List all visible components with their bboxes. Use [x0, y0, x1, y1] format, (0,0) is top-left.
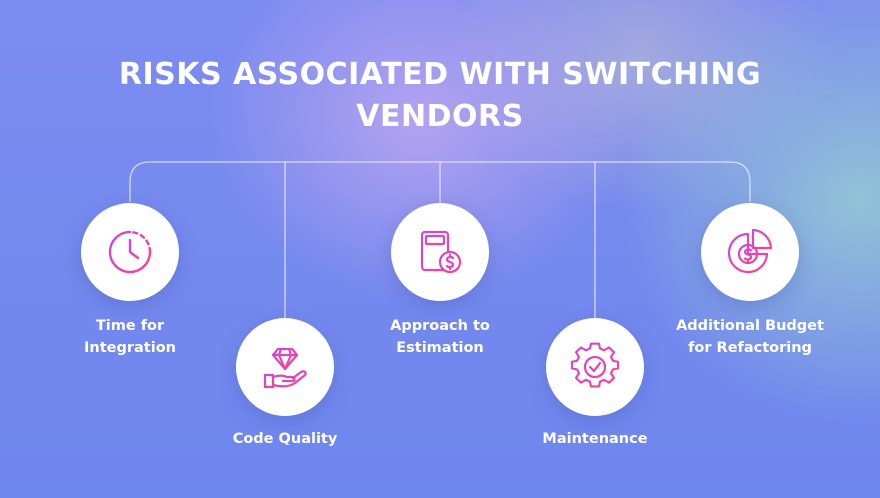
maintenance-circle	[546, 318, 644, 416]
label-line: Maintenance	[542, 431, 648, 447]
estimation-label: Approach to Estimation	[350, 315, 530, 359]
time-integration-label: Time for Integration	[40, 315, 220, 359]
maintenance-label: Maintenance	[505, 428, 685, 450]
label-line: Code Quality	[232, 431, 338, 447]
gear-check-icon	[570, 342, 620, 388]
code-quality-circle	[236, 318, 334, 416]
label-line: Time for	[95, 318, 165, 334]
clock-icon	[108, 230, 152, 274]
label-line: Estimation	[396, 340, 484, 356]
label-line: for Refactoring	[688, 340, 812, 356]
budget-circle	[701, 203, 799, 301]
code-quality-label: Code Quality	[195, 428, 375, 450]
label-line: Additional Budget	[676, 318, 824, 334]
calculator-dollar-icon	[420, 230, 462, 274]
label-line: Integration	[84, 340, 176, 356]
budget-label: Additional Budget for Refactoring	[660, 315, 840, 359]
diamond-hand-icon	[263, 347, 307, 389]
pie-chart-dollar-icon	[727, 228, 773, 274]
page-title: RISKS ASSOCIATED WITH SWITCHING VENDORS	[118, 57, 762, 134]
label-line: Approach to	[390, 318, 490, 334]
time-integration-circle	[81, 203, 179, 301]
estimation-circle	[391, 203, 489, 301]
